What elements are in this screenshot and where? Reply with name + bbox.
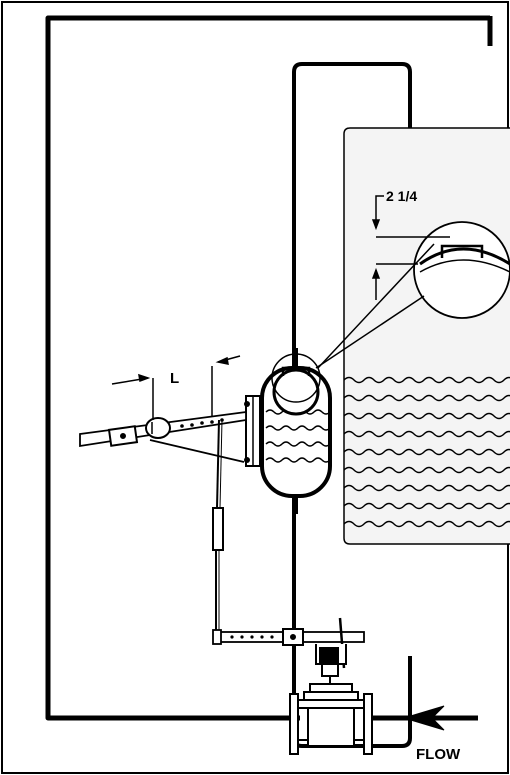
connecting-rod: [212, 419, 224, 632]
lever-length-label: L: [170, 370, 179, 387]
control-valve: [289, 683, 373, 755]
lever-brace: [149, 439, 245, 463]
valve-actuator: [315, 644, 347, 684]
valve-lever-holes: [230, 635, 274, 639]
detail-circle: [413, 221, 510, 319]
vessel: [343, 127, 510, 545]
liquid-waves: [343, 376, 510, 528]
flow-label: FLOW: [416, 746, 461, 763]
dimension-2-1-4-marker: [371, 195, 450, 300]
lever-holes: [180, 418, 224, 428]
detail-leader-top: [315, 295, 425, 369]
float-ball: [272, 368, 320, 416]
inner-pipe-top-right: [346, 62, 412, 128]
dimension-l-marker: [111, 355, 241, 420]
valve-lever: [212, 617, 365, 669]
detail-cap: [440, 244, 484, 258]
detail-float-arc: [419, 247, 510, 266]
dimension-label: 2 1/4: [386, 188, 417, 204]
outer-pipe-loop: [45, 15, 490, 721]
float-lever: [79, 410, 247, 448]
flow-arrow-icon: [402, 705, 445, 731]
